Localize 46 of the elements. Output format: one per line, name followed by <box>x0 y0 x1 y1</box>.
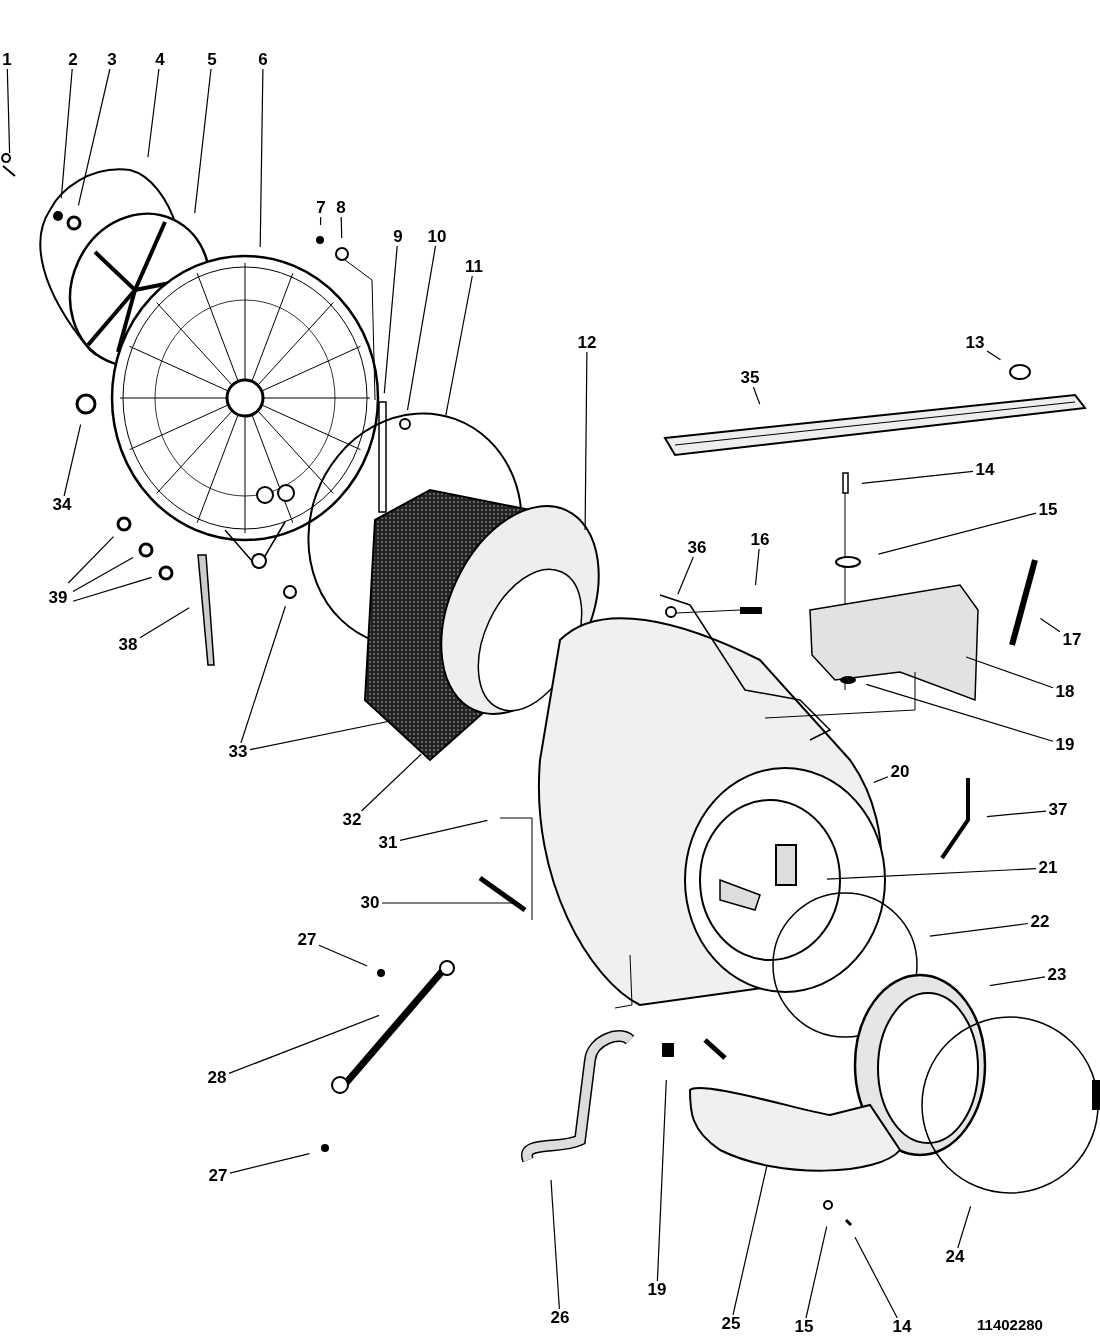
leader-line <box>805 1226 828 1319</box>
leader-line <box>194 68 212 214</box>
leader-line <box>60 68 73 199</box>
leader-line <box>77 68 111 206</box>
callout-number: 3 <box>106 51 118 69</box>
leader-line <box>259 68 264 248</box>
leader-line <box>861 470 974 484</box>
leader-line <box>754 548 760 586</box>
leader-line <box>826 868 1037 880</box>
leader-line <box>360 753 422 812</box>
leader-line <box>67 536 115 584</box>
leader-line <box>72 556 134 593</box>
leader-line <box>656 1079 667 1282</box>
leader-line <box>147 68 160 158</box>
leader-line <box>1039 617 1061 633</box>
leader-line <box>732 1166 768 1316</box>
callout-number: 35 <box>739 369 761 387</box>
leader-line <box>584 351 588 531</box>
leader-line <box>986 810 1047 818</box>
leader-line <box>318 944 368 967</box>
leader-line <box>406 245 437 411</box>
leader-line <box>989 976 1046 987</box>
leader-line <box>340 216 343 239</box>
leader-line <box>873 776 889 783</box>
leader-line <box>877 512 1037 555</box>
leader-line <box>677 556 694 595</box>
leader-line <box>929 922 1029 937</box>
leader-line <box>383 245 398 394</box>
leader-line <box>72 576 153 602</box>
leader-line <box>63 424 82 497</box>
leader-line <box>6 68 11 154</box>
leader-line <box>240 605 286 744</box>
callout-number: 36 <box>686 539 708 557</box>
leader-line <box>249 720 391 751</box>
leader-line <box>550 1179 560 1310</box>
leader-line <box>854 1236 898 1319</box>
leader-line <box>957 1205 972 1249</box>
leader-line <box>229 1153 310 1174</box>
leader-line <box>139 607 190 639</box>
leader-line <box>986 350 1002 361</box>
leader-line <box>752 386 761 405</box>
leader-line <box>445 275 473 416</box>
leader-line <box>399 819 488 841</box>
leader-line <box>965 656 1054 689</box>
leader-line <box>228 1014 380 1074</box>
leader-line <box>865 683 1054 742</box>
